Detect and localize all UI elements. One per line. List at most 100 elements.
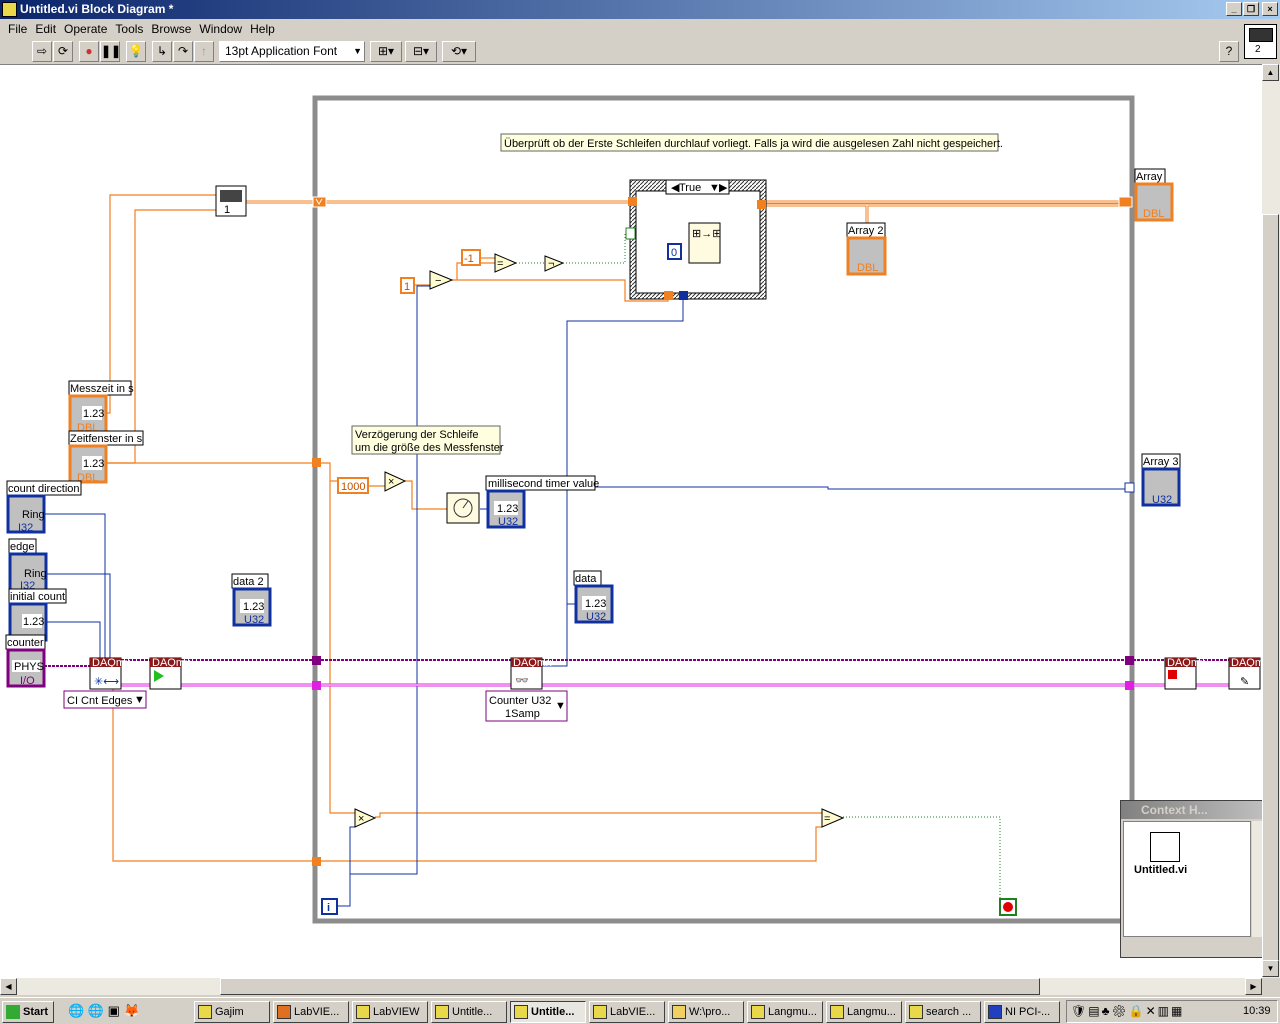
zero-constant[interactable]: [667, 243, 682, 260]
boolean-wires: [516, 232, 1001, 901]
control-label: counter: [7, 637, 44, 649]
wait-ms-node[interactable]: [446, 492, 480, 524]
taskbar-item[interactable]: NI PCI-...: [984, 1001, 1060, 1023]
reorder-button[interactable]: ⟲▾: [442, 41, 476, 62]
replace-array-subset-node[interactable]: [688, 222, 721, 264]
menu-browse[interactable]: Browse: [151, 22, 192, 36]
horizontal-scroll-thumb[interactable]: [220, 978, 1040, 995]
distribute-objects-button[interactable]: ⊟▾: [405, 41, 437, 62]
indicator-array-2[interactable]: Array 2 DBL: [846, 222, 887, 276]
highlight-execution-button[interactable]: 💡: [126, 41, 146, 62]
run-continuously-button[interactable]: ⟳: [53, 41, 73, 62]
vertical-scrollbar[interactable]: ▲ ▼: [1262, 64, 1280, 978]
taskbar-item[interactable]: Langmu...: [826, 1001, 902, 1023]
taskbar-item[interactable]: LabVIE...: [273, 1001, 349, 1023]
pause-button[interactable]: ❚❚: [100, 41, 121, 62]
taskbar-item[interactable]: Langmu...: [747, 1001, 823, 1023]
abort-button[interactable]: ●: [79, 41, 99, 62]
taskbar-item-active[interactable]: Untitle...: [510, 1001, 586, 1023]
help-button[interactable]: ?: [1219, 41, 1239, 62]
taskbar-item[interactable]: Gajim: [194, 1001, 270, 1023]
menu-file[interactable]: File: [8, 22, 28, 36]
daqmx-clear-task[interactable]: DAQmx✎: [1228, 657, 1262, 690]
daqmx-create-channel[interactable]: DAQmx✳⟷: [89, 657, 131, 690]
maximize-button[interactable]: ❐: [1243, 2, 1259, 16]
equal-node[interactable]: [494, 253, 518, 273]
minimize-button[interactable]: _: [1226, 2, 1242, 16]
comment-delay-line1: Verzögerung der Schleife: [355, 429, 479, 441]
equal-node-2[interactable]: [821, 808, 845, 828]
context-help-window[interactable]: Context H... Untitled.vi: [1120, 800, 1268, 958]
constant-one[interactable]: 1: [400, 277, 415, 294]
taskbar-item[interactable]: Untitle...: [431, 1001, 507, 1023]
scroll-left-button[interactable]: ◀: [0, 978, 17, 995]
multiply-node-2[interactable]: [354, 808, 377, 828]
menu-edit[interactable]: Edit: [35, 22, 57, 36]
close-button[interactable]: ×: [1262, 2, 1278, 16]
taskbar-item[interactable]: LabVIE...: [589, 1001, 665, 1023]
quick-launch-icons[interactable]: 🌐 🌐 ▣ 🦊: [68, 1003, 140, 1018]
daqmx-label: DAQmx: [152, 657, 191, 669]
align-objects-button[interactable]: ⊞▾: [370, 41, 402, 62]
block-diagram-canvas[interactable]: Überprüft ob der Erste Schleifen durchla…: [0, 64, 1262, 978]
scroll-up-button[interactable]: ▲: [1262, 64, 1279, 81]
taskbar-item[interactable]: LabVIEW: [352, 1001, 428, 1023]
multiply-node[interactable]: [384, 471, 407, 492]
menu-window[interactable]: Window: [199, 22, 243, 36]
font-selector[interactable]: 13pt Application Font▼: [219, 41, 365, 62]
case-arrow-left[interactable]: ◀: [671, 182, 680, 194]
iteration-terminal: i: [321, 898, 338, 915]
case-arrow-right[interactable]: ▶: [719, 182, 728, 194]
comment-delay[interactable]: [351, 425, 501, 455]
indicator-label: Array 3: [1143, 456, 1178, 468]
run-button[interactable]: ⇨: [32, 41, 52, 62]
build-array-node[interactable]: 1: [215, 185, 247, 217]
vertical-scroll-thumb[interactable]: [1262, 214, 1279, 974]
control-glyph: Ring: [24, 568, 47, 580]
constant-thousand-label: 1000: [341, 481, 365, 493]
case-selector[interactable]: [665, 179, 730, 195]
comment-top: Überprüft ob der Erste Schleifen durchla…: [504, 138, 1003, 150]
step-into-button[interactable]: ↳: [152, 41, 172, 62]
horizontal-scrollbar[interactable]: ◀ ▶: [0, 978, 1262, 995]
stop-terminal[interactable]: [999, 898, 1017, 916]
scroll-down-button[interactable]: ▼: [1262, 960, 1279, 977]
menu-tools[interactable]: Tools: [115, 22, 144, 36]
not-node[interactable]: [544, 255, 565, 272]
subtract-node[interactable]: [429, 270, 454, 290]
case-structure[interactable]: ◀ True ▼ ▶ ⊞→⊞ 0: [625, 179, 767, 300]
create-channel-selector[interactable]: CI Cnt Edges▼: [63, 690, 147, 709]
indicator-array[interactable]: Array DBL: [1134, 168, 1174, 222]
taskbar-item[interactable]: W:\pro...: [668, 1001, 744, 1023]
indicator-type: U32: [244, 614, 264, 626]
control-type: DBL: [77, 472, 98, 484]
menu-operate[interactable]: Operate: [64, 22, 108, 36]
scroll-right-button[interactable]: ▶: [1245, 978, 1262, 995]
while-loop[interactable]: [312, 95, 1135, 924]
tray-icons[interactable]: 🛡▤♣⚙🔒✕▥▦: [1071, 1004, 1185, 1018]
comment-box[interactable]: [500, 133, 999, 152]
daqmx-start-task[interactable]: DAQmx: [149, 657, 191, 690]
start-button[interactable]: Start: [2, 1001, 54, 1023]
control-initial-count[interactable]: initial count 1.23: [8, 588, 67, 642]
menu-help[interactable]: Help: [250, 22, 275, 36]
step-over-button[interactable]: ↷: [173, 41, 193, 62]
indicator-array-3[interactable]: Array 3 U32: [1141, 453, 1181, 507]
connector-pane-icon[interactable]: 2: [1244, 24, 1277, 59]
daqmx-stop-task[interactable]: DAQmx: [1164, 657, 1206, 690]
constant-minus-one[interactable]: -1: [461, 249, 481, 266]
taskbar-item[interactable]: search ...: [905, 1001, 981, 1023]
constant-thousand[interactable]: 1000: [337, 477, 369, 494]
daqmx-read[interactable]: DAQmx👓: [510, 657, 552, 690]
step-out-button[interactable]: ↑: [194, 41, 214, 62]
taskbar-item-label: Langmu...: [847, 1006, 896, 1018]
